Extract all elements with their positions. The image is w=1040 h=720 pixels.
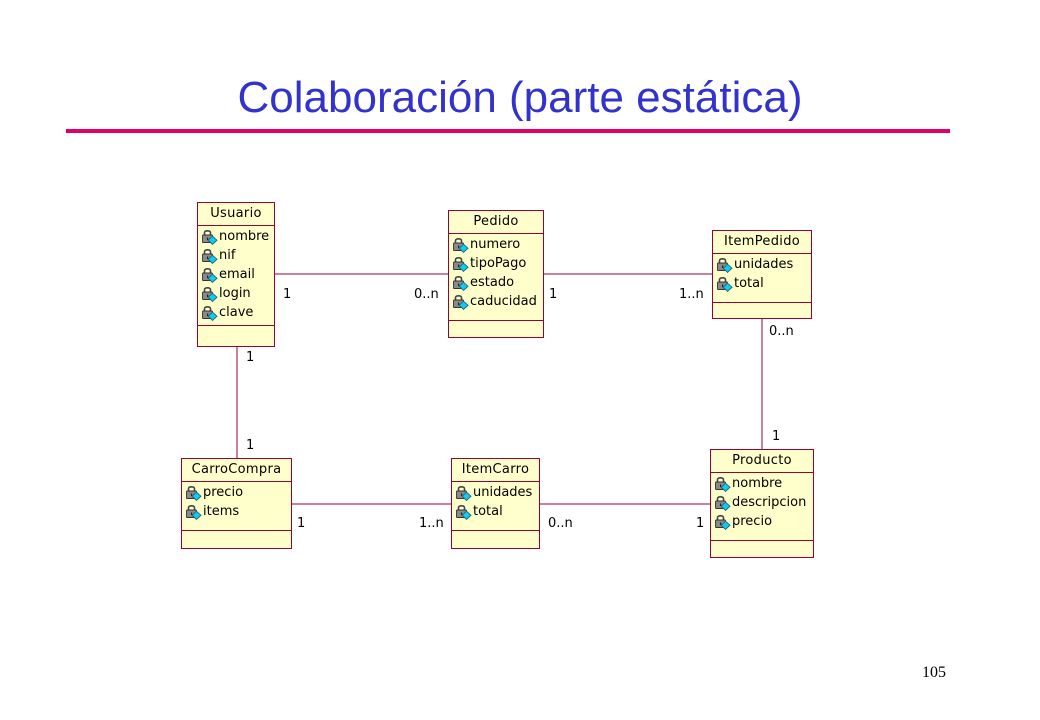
class-name: Producto bbox=[711, 450, 813, 473]
class-producto[interactable]: Producto nombre descripcion precio bbox=[710, 449, 814, 558]
attribute-name: unidades bbox=[734, 257, 794, 272]
title-underline bbox=[66, 129, 950, 133]
attribute: precio bbox=[184, 483, 291, 502]
private-attribute-icon bbox=[185, 504, 202, 520]
class-itempedido[interactable]: ItemPedido unidades total bbox=[712, 230, 812, 319]
attribute: total bbox=[454, 502, 539, 521]
attribute-name: estado bbox=[470, 275, 515, 290]
multiplicity-label: 1 bbox=[549, 287, 558, 302]
attribute-name: items bbox=[203, 504, 240, 519]
attribute-list: precio items bbox=[182, 482, 291, 531]
attribute-name: descripcion bbox=[732, 495, 807, 510]
multiplicity-label: 0..n bbox=[769, 324, 794, 339]
attribute: unidades bbox=[454, 483, 539, 502]
attribute: estado bbox=[451, 273, 543, 292]
class-pedido[interactable]: Pedido numero tipoPago estado caducidad bbox=[448, 210, 544, 338]
private-attribute-icon bbox=[716, 276, 733, 292]
attribute: total bbox=[715, 274, 811, 293]
attribute: items bbox=[184, 502, 291, 521]
multiplicity-label: 1 bbox=[696, 516, 705, 531]
multiplicity-label: 1 bbox=[246, 438, 255, 453]
attribute: email bbox=[200, 265, 274, 284]
attribute-name: nombre bbox=[219, 229, 270, 244]
attribute-name: tipoPago bbox=[470, 256, 527, 271]
private-attribute-icon bbox=[201, 267, 218, 283]
class-name: ItemCarro bbox=[452, 459, 539, 482]
class-name: ItemPedido bbox=[713, 231, 811, 254]
multiplicity-label: 1 bbox=[246, 350, 255, 365]
attribute: numero bbox=[451, 235, 543, 254]
private-attribute-icon bbox=[455, 485, 472, 501]
attribute: precio bbox=[713, 512, 813, 531]
attribute-name: clave bbox=[219, 305, 254, 320]
class-itemcarro[interactable]: ItemCarro unidades total bbox=[451, 458, 540, 549]
class-carrocompra[interactable]: CarroCompra precio items bbox=[181, 458, 292, 549]
attribute: login bbox=[200, 284, 274, 303]
multiplicity-label: 1..n bbox=[419, 516, 444, 531]
private-attribute-icon bbox=[452, 238, 469, 253]
page-number: 105 bbox=[922, 664, 946, 681]
multiplicity-label: 0..n bbox=[548, 516, 573, 531]
attribute-name: precio bbox=[203, 485, 244, 500]
attribute: descripcion bbox=[713, 493, 813, 512]
attribute-name: numero bbox=[470, 237, 521, 252]
class-usuario[interactable]: Usuario nombre nif email login clave bbox=[197, 202, 275, 347]
private-attribute-icon bbox=[201, 286, 218, 302]
attribute: nif bbox=[200, 246, 274, 265]
multiplicity-label: 1 bbox=[297, 516, 306, 531]
private-attribute-icon bbox=[201, 249, 218, 264]
attribute-name: precio bbox=[732, 514, 773, 529]
attribute-name: unidades bbox=[473, 485, 533, 500]
attribute-list: nombre descripcion precio bbox=[711, 473, 813, 541]
private-attribute-icon bbox=[201, 230, 218, 245]
attribute: caducidad bbox=[451, 292, 543, 311]
private-attribute-icon bbox=[714, 495, 731, 511]
attribute-name: nif bbox=[219, 248, 236, 263]
class-name: CarroCompra bbox=[182, 459, 291, 482]
multiplicity-label: 0..n bbox=[414, 287, 439, 302]
private-attribute-icon bbox=[714, 514, 731, 530]
class-name: Pedido bbox=[449, 211, 543, 234]
private-attribute-icon bbox=[455, 504, 472, 520]
attribute-list: nombre nif email login clave bbox=[198, 226, 274, 326]
private-attribute-icon bbox=[714, 476, 731, 492]
attribute-name: login bbox=[219, 286, 251, 301]
private-attribute-icon bbox=[452, 275, 469, 291]
private-attribute-icon bbox=[201, 305, 218, 321]
attribute-name: total bbox=[734, 276, 764, 291]
attribute-name: nombre bbox=[732, 476, 783, 491]
attribute-list: unidades total bbox=[713, 254, 811, 303]
attribute: nombre bbox=[200, 227, 274, 246]
private-attribute-icon bbox=[452, 294, 469, 310]
attribute-name: caducidad bbox=[470, 294, 537, 309]
multiplicity-label: 1..n bbox=[679, 287, 704, 302]
class-name: Usuario bbox=[198, 203, 274, 226]
private-attribute-icon bbox=[452, 256, 469, 272]
multiplicity-label: 1 bbox=[772, 429, 781, 444]
attribute: nombre bbox=[713, 474, 813, 493]
multiplicity-label: 1 bbox=[283, 287, 292, 302]
attribute: tipoPago bbox=[451, 254, 543, 273]
attribute: clave bbox=[200, 303, 274, 322]
attribute-name: email bbox=[219, 267, 255, 282]
attribute-list: unidades total bbox=[452, 482, 539, 531]
slide-title: Colaboración (parte estática) bbox=[237, 73, 803, 122]
attribute: unidades bbox=[715, 255, 811, 274]
private-attribute-icon bbox=[716, 257, 733, 273]
attribute-list: numero tipoPago estado caducidad bbox=[449, 234, 543, 321]
attribute-name: total bbox=[473, 504, 503, 519]
private-attribute-icon bbox=[185, 485, 202, 501]
